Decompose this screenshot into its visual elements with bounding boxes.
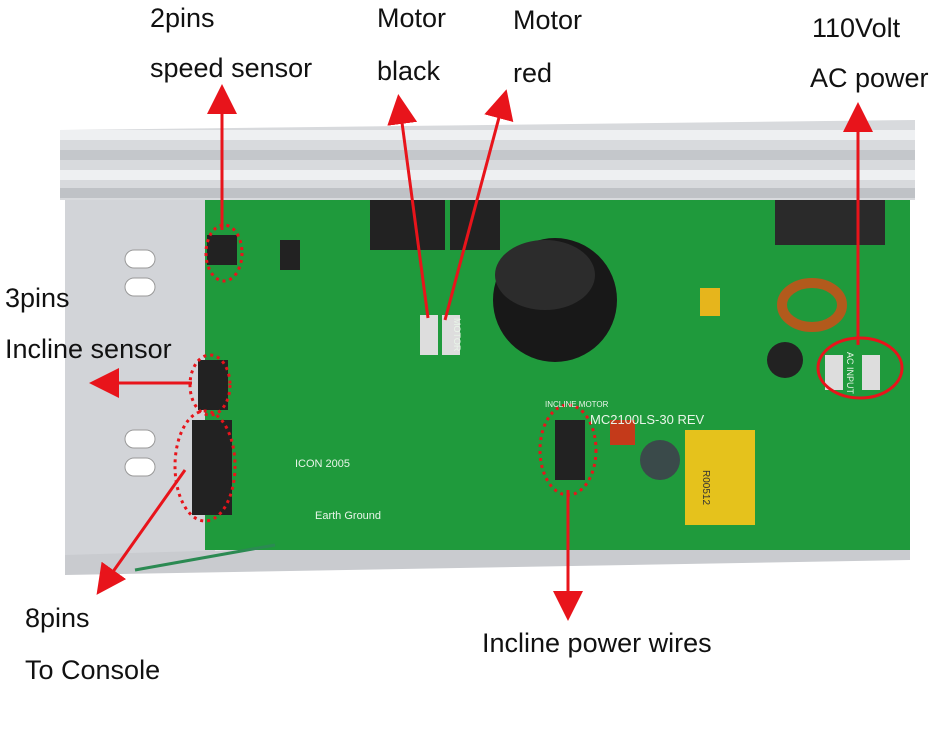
- board-ac-input-text: AC INPUT: [845, 352, 855, 395]
- motor-red-label-1: Motor: [513, 5, 583, 35]
- motor-black-label-2: black: [377, 56, 441, 86]
- transformer-text: R00512: [700, 470, 711, 506]
- ac-power-label: AC power: [810, 63, 929, 93]
- motor-red-label-2: red: [513, 58, 553, 88]
- board-vendor-text: ICON 2005: [295, 458, 351, 470]
- console-pins-label: 8pins: [25, 603, 90, 633]
- board-ground-text: Earth Ground: [315, 510, 382, 522]
- annotation-overlays: [89, 84, 904, 621]
- speed-sensor-pins-label: 2pins: [150, 3, 215, 33]
- motor-black-label-1: Motor: [377, 3, 447, 33]
- incline-sensor-label: Incline sensor: [5, 334, 172, 364]
- console-label: To Console: [25, 655, 161, 685]
- speed-sensor-label: speed sensor: [150, 53, 313, 83]
- incline-sensor-pins-label: 3pins: [5, 283, 70, 313]
- incline-power-label: Incline power wires: [482, 628, 712, 658]
- board-incline-motor-text: INCLINE MOTOR: [545, 400, 609, 409]
- ac-voltage-label: 110Volt: [812, 13, 901, 43]
- board-model-text: MC2100LS-30 REV: [590, 412, 705, 427]
- aluminum-tray: [65, 200, 215, 560]
- board-motor-text: MOTOR: [452, 318, 462, 352]
